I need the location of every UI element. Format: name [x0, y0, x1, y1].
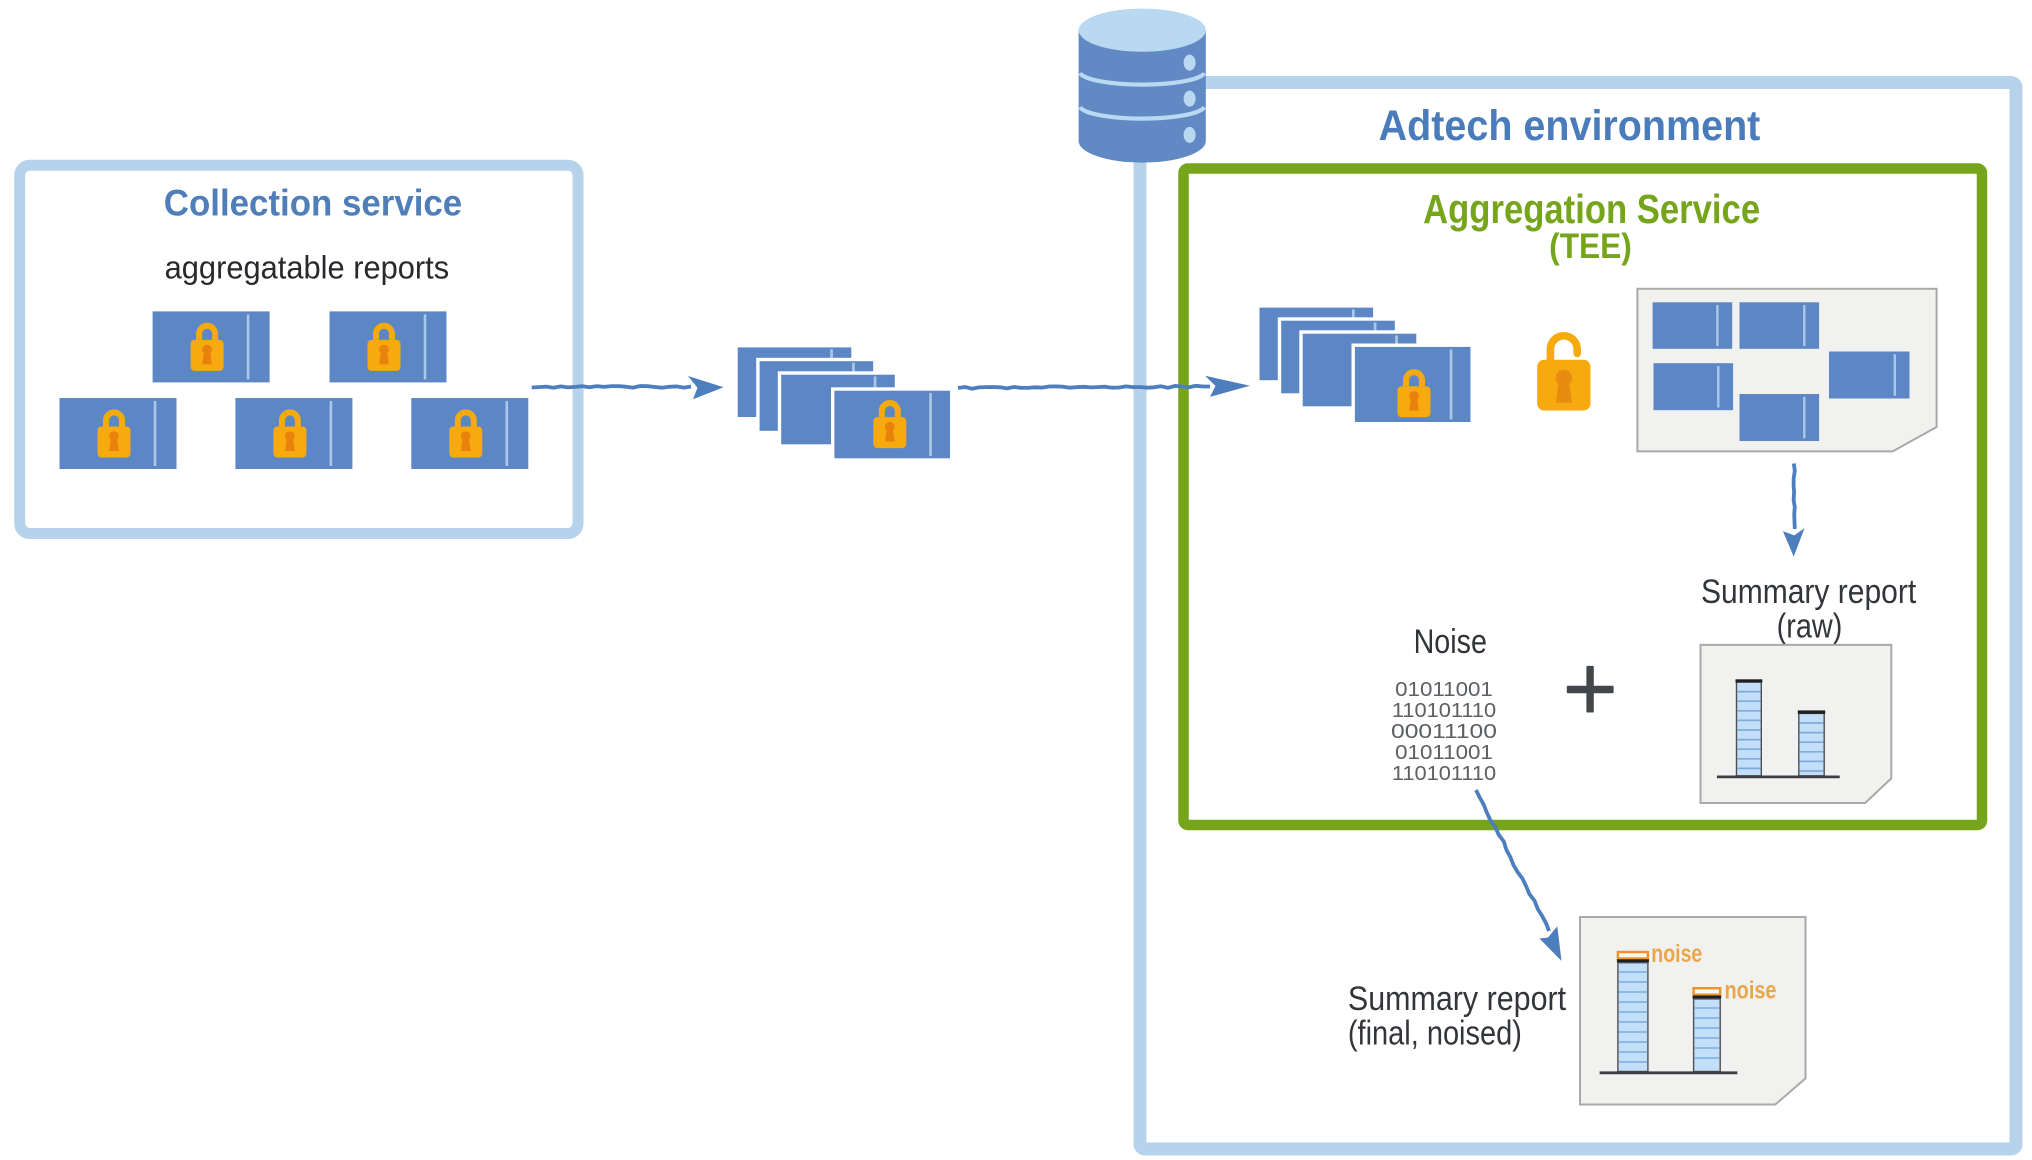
svg-text:00011100: 00011100: [1391, 720, 1497, 743]
svg-text:110101110: 110101110: [1392, 762, 1496, 785]
svg-text:(TEE): (TEE): [1549, 227, 1632, 266]
svg-text:Collection service: Collection service: [164, 182, 462, 223]
svg-text:aggregatable reports: aggregatable reports: [165, 250, 450, 286]
svg-text:Summary report: Summary report: [1348, 980, 1567, 1018]
svg-text:01011001: 01011001: [1395, 678, 1493, 701]
svg-text:Adtech environment: Adtech environment: [1379, 102, 1761, 150]
svg-text:Noise: Noise: [1414, 623, 1487, 661]
svg-text:01011001: 01011001: [1395, 741, 1493, 764]
svg-text:Aggregation Service: Aggregation Service: [1423, 186, 1760, 232]
svg-text:noise: noise: [1725, 977, 1777, 1005]
svg-text:(raw): (raw): [1777, 608, 1843, 646]
svg-text:noise: noise: [1651, 940, 1702, 968]
svg-text:(final, noised): (final, noised): [1348, 1015, 1522, 1053]
svg-text:110101110: 110101110: [1392, 699, 1496, 722]
svg-text:Summary report: Summary report: [1701, 573, 1917, 611]
